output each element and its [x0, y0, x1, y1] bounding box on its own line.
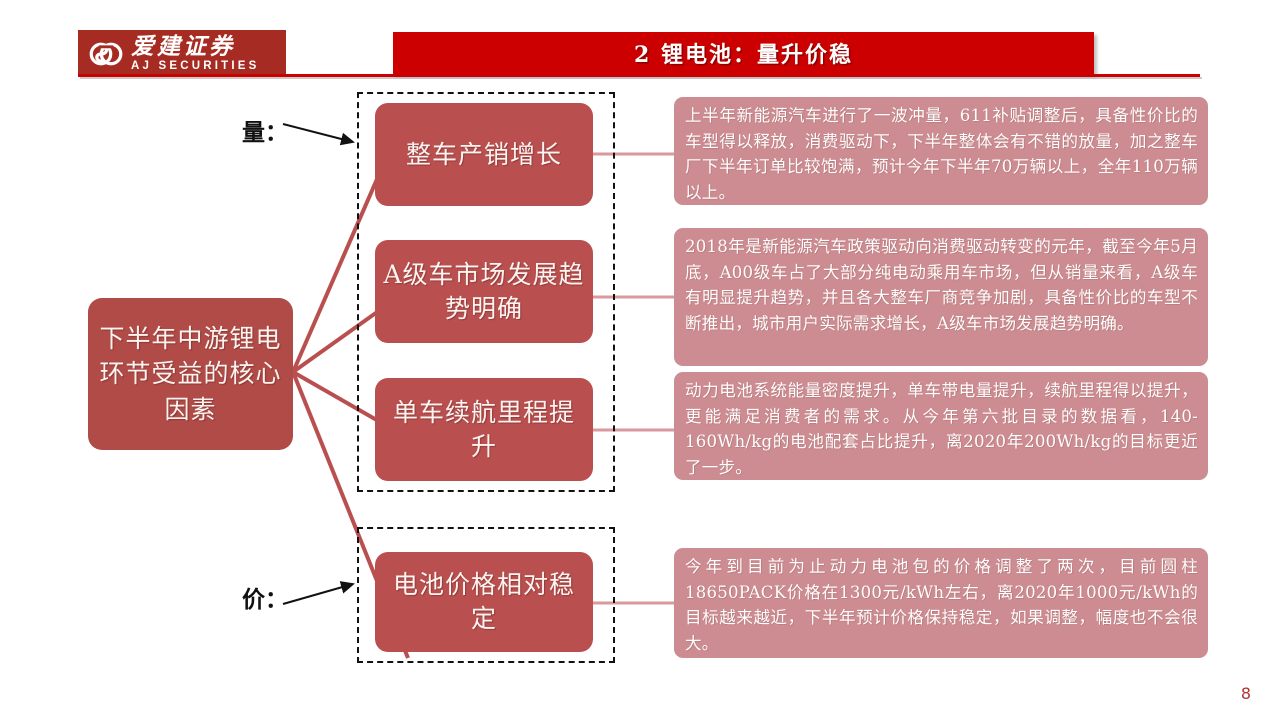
page-title: 2 锂电池：量升价稳 — [634, 42, 853, 68]
description-box-battery-price-stable: 今年到目前为止动力电池包的价格调整了两次，目前圆柱18650PACK价格在130… — [674, 548, 1208, 658]
header-rule — [78, 74, 1200, 77]
logo-company-name-en: AJ SECURITIES — [131, 59, 260, 72]
side-label-price: 价： — [242, 586, 288, 613]
header-rule-shadow — [80, 77, 1202, 79]
aj-securities-spiral-logo-icon — [89, 42, 123, 65]
price-group-box — [357, 527, 615, 663]
volume-group-box — [357, 92, 615, 492]
company-logo-block: 爱建证券 AJ SECURITIES — [78, 30, 286, 77]
description-box-range-improvement: 动力电池系统能量密度提升，单车带电量提升，续航里程得以提升，更能满足消费者的需求… — [674, 372, 1208, 480]
slide-title-bar: 2 锂电池：量升价稳 — [393, 32, 1094, 74]
logo-text-block: 爱建证券 AJ SECURITIES — [131, 35, 260, 73]
topic-box-range-improvement: 单车续航里程提升 — [375, 378, 593, 481]
side-label-arrows — [282, 123, 355, 605]
description-box-a-class-market-trend: 2018年是新能源汽车政策驱动向消费驱动转变的元年，截至今年5月底，A00级车占… — [674, 228, 1208, 366]
description-box-vehicle-production-sales-growth: 上半年新能源汽车进行了一波冲量，611补贴调整后，具备性价比的车型得以释放，消费… — [674, 97, 1208, 205]
arrow-jia-to-price-group — [282, 581, 355, 605]
topic-box-a-class-market-trend: A级车市场发展趋势明确 — [375, 240, 593, 343]
side-label-volume: 量： — [242, 119, 288, 146]
root-node: 下半年中游锂电环节受益的核心因素 — [88, 298, 293, 450]
topic-box-battery-price-stable: 电池价格相对稳定 — [375, 552, 593, 652]
topic-box-vehicle-production-sales-growth: 整车产销增长 — [375, 103, 593, 206]
arrow-liang-to-volume-group — [282, 123, 355, 146]
logo-company-name-cn: 爱建证券 — [131, 32, 235, 60]
page-number: 8 — [1240, 684, 1251, 703]
